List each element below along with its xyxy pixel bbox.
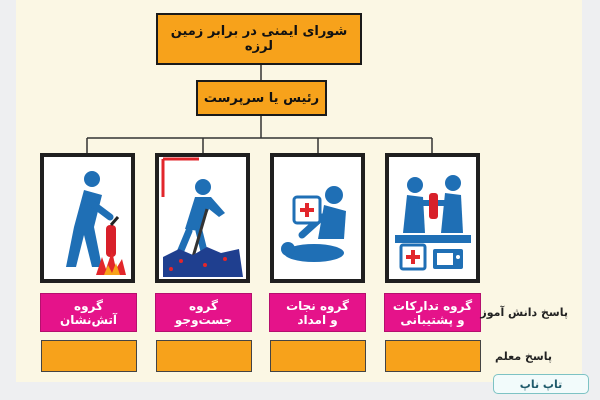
first-aid-icon [281, 186, 346, 262]
group-label-logistics: گروه تدارکات و پشتیبانی [384, 293, 481, 332]
group-label-line1: گروه [189, 298, 218, 313]
group-label-line1: گروه نجات [286, 298, 349, 313]
root-label: شورای ایمنی در برابر زمین لرزه [170, 24, 348, 54]
teacher-answer-label: پاسخ معلم [495, 350, 552, 363]
leader-box: رئیس یا سرپرست [196, 80, 327, 116]
group-label-line2: و امداد [297, 312, 338, 327]
teacher-answer-box-3[interactable] [270, 340, 366, 372]
leader-label: رئیس یا سرپرست [203, 90, 320, 106]
teacher-answer-box-1[interactable] [41, 340, 137, 372]
logistics-support-icon [395, 175, 471, 271]
group-label-line2: جست‌وجو [174, 312, 233, 327]
firefighter-picture [40, 153, 135, 283]
group-label-rescue: گروه نجات و امداد [269, 293, 366, 332]
logistics-picture [385, 153, 480, 283]
student-answer-label: پاسخ دانش آموز [480, 306, 568, 319]
group-label-line2: و پشتیبانی [400, 312, 465, 327]
search-picture [155, 153, 250, 283]
teacher-answer-box-4[interactable] [385, 340, 481, 372]
group-label-line1: گروه [74, 298, 103, 313]
group-label-line1: گروه تدارکات [392, 298, 473, 313]
group-label-line2: آتش‌نشان [59, 312, 118, 327]
search-rescue-icon [161, 157, 244, 277]
group-label-firefighter: گروه آتش‌نشان [40, 293, 137, 332]
firefighter-icon [66, 171, 126, 275]
teacher-answer-box-2[interactable] [156, 340, 252, 372]
root-box: شورای ایمنی در برابر زمین لرزه [156, 13, 362, 65]
first-aid-picture [270, 153, 365, 283]
group-label-search: گروه جست‌وجو [155, 293, 252, 332]
brand-badge: تاپ ناپ [493, 374, 589, 394]
